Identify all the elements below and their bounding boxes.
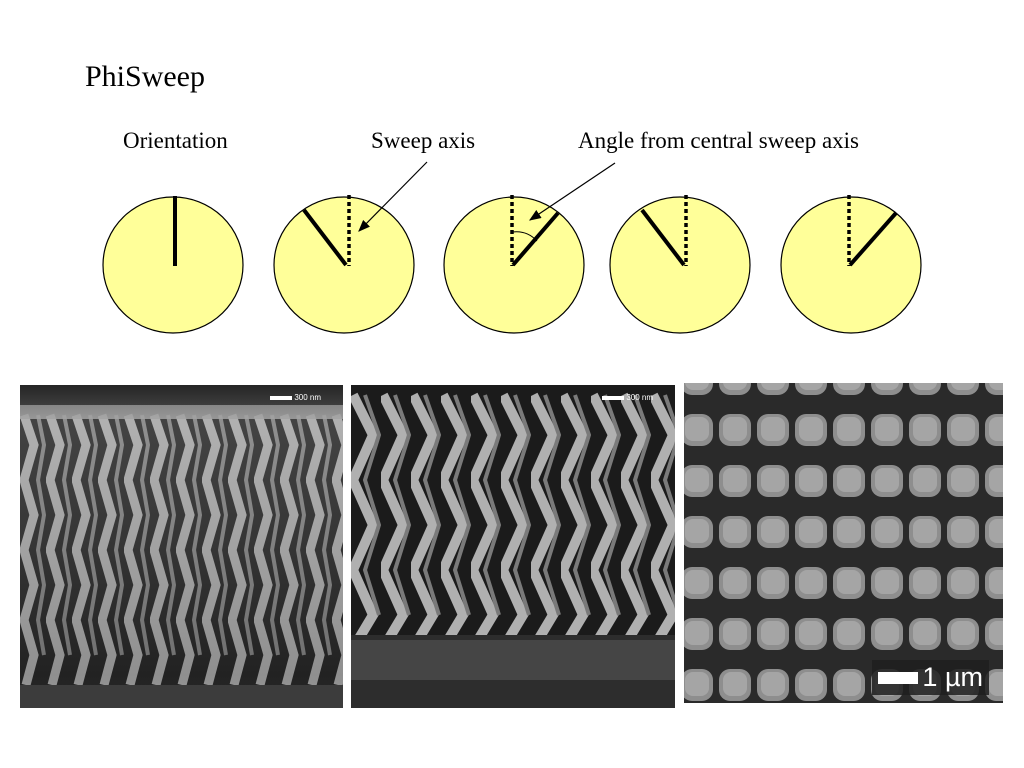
angle-label: Angle from central sweep axis	[578, 128, 860, 153]
orientation-circle-5	[780, 195, 922, 334]
slide-title: PhiSweep	[85, 60, 205, 93]
sweep-axis-arrow	[358, 161, 428, 232]
sweep-axis-label: Sweep axis	[371, 128, 476, 153]
orientation-diagrams	[102, 161, 922, 334]
orientation-circle-2	[273, 195, 415, 334]
orientation-line	[848, 211, 898, 267]
sem-image-pillar-array: 1 µm	[684, 383, 1003, 703]
sem-image-zigzag-columns-2: 300 nm	[351, 385, 675, 708]
orientation-circle-4	[609, 195, 751, 334]
scale-bar: 300 nm	[602, 393, 653, 402]
orientation-label: Orientation	[123, 128, 228, 153]
orientation-line	[640, 208, 686, 267]
angle-arrow	[529, 162, 616, 221]
scale-bar: 1 µm	[872, 660, 989, 695]
orientation-circle-3	[443, 195, 585, 334]
orientation-circle-1	[102, 196, 244, 334]
scale-bar: 300 nm	[270, 393, 321, 402]
orientation-line	[302, 208, 348, 267]
sem-image-zigzag-columns-1: 300 nm	[20, 385, 343, 708]
angle-arc	[511, 231, 538, 242]
